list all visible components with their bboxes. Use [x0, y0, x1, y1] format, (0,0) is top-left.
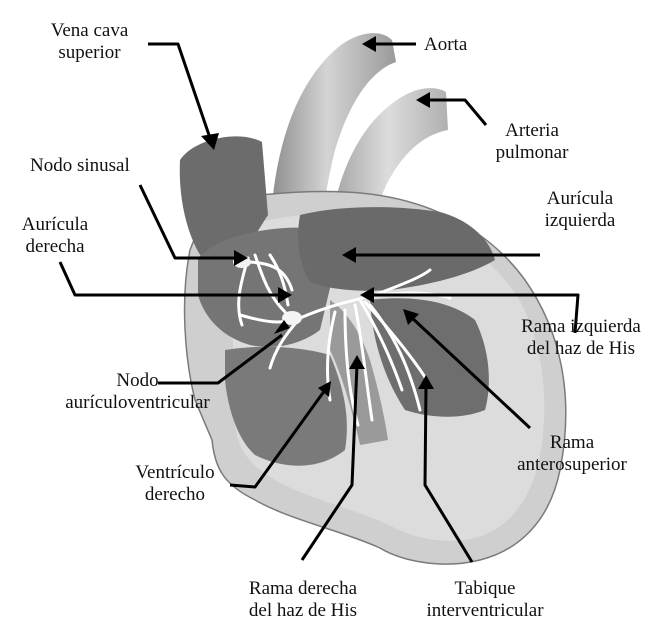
label-aorta: Aorta	[424, 34, 467, 56]
label-nodo-sinusal: Nodo sinusal	[30, 155, 130, 177]
leader-vena-cava	[148, 44, 210, 138]
